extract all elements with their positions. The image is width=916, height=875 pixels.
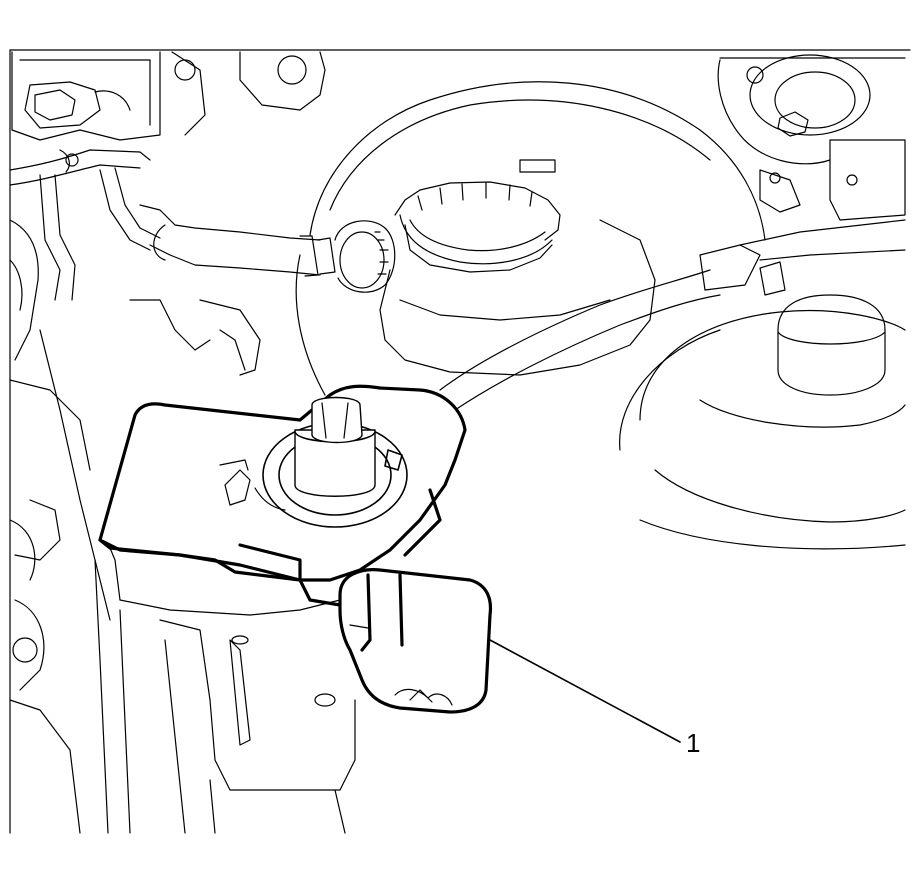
highlighted-sensor-module [98,384,493,714]
callout-leader-line [489,639,681,743]
callout-1: 1 [489,639,700,758]
engine-bay-background [9,49,911,834]
callout-label: 1 [686,728,700,758]
